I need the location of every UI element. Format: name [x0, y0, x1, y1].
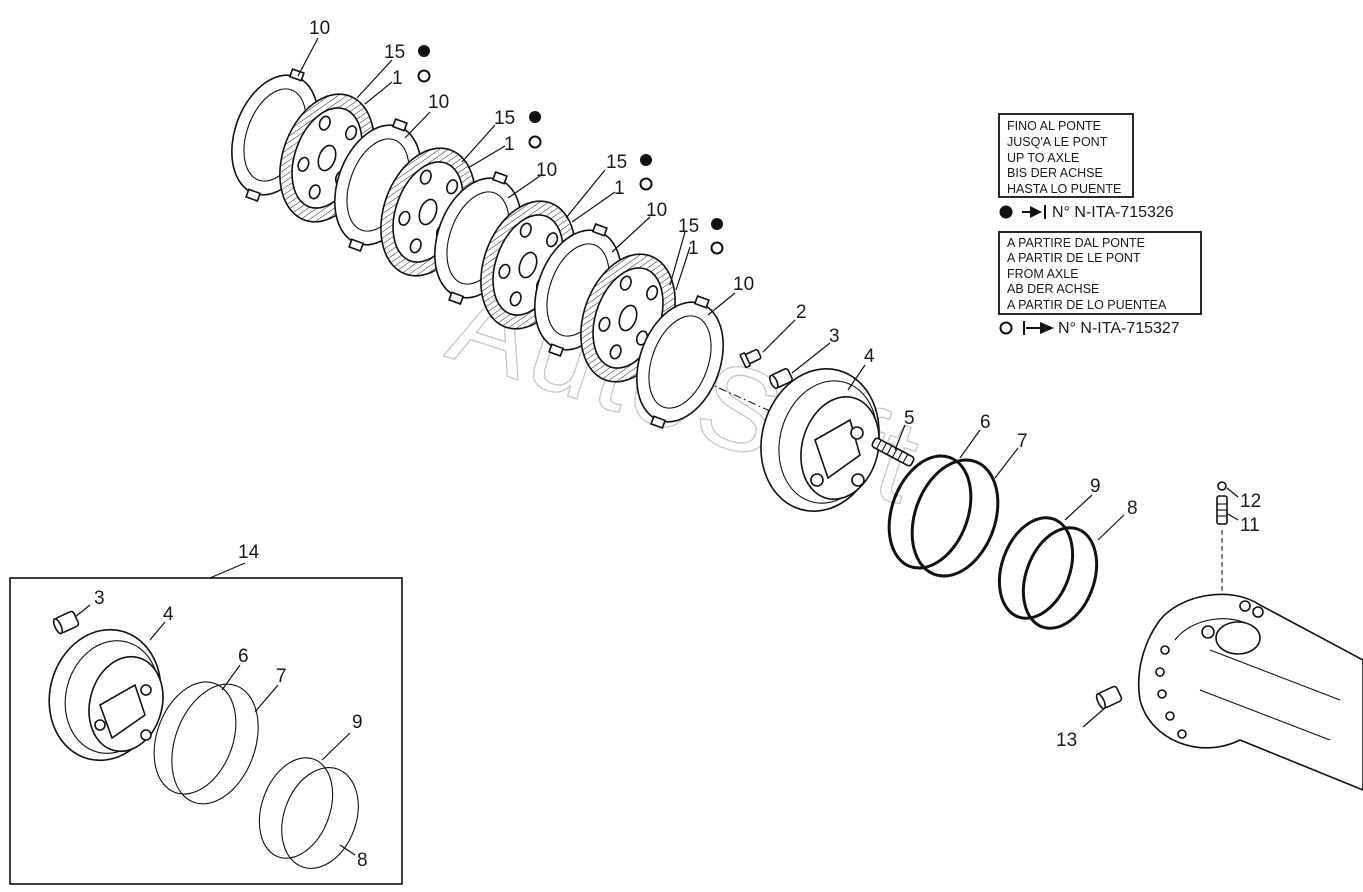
kit-o-ring-part-8: [281, 767, 359, 869]
callout-1-b: 1: [504, 134, 515, 155]
kit-bushing-part-3: [52, 610, 80, 635]
callout-4: 4: [864, 346, 875, 367]
legend-after-line-5: A PARTIR DE LO PUENTEA: [1007, 298, 1167, 312]
kit-callout-3: 3: [94, 588, 105, 609]
callout-15-d: 15: [678, 216, 699, 237]
o-ring-part-6: [887, 454, 973, 570]
kit-o-ring-part-6: [153, 681, 237, 795]
kit-piston-housing-part-4: [48, 628, 164, 762]
kit-callout-9: 9: [352, 712, 363, 733]
callout-10-e: 10: [733, 274, 754, 295]
callout-8: 8: [1127, 498, 1138, 519]
callout-1-a: 1: [392, 68, 403, 89]
legend-after-box: [998, 231, 1202, 315]
legend-before-box: [998, 113, 1134, 198]
kit-o-ring-part-9: [258, 757, 334, 859]
kit-o-ring-part-7: [171, 683, 259, 805]
steel-plate-10-e: [636, 295, 724, 429]
callout-15-a: 15: [384, 42, 405, 63]
o-ring-part-9: [997, 516, 1075, 620]
legend-before-line-3: UP TO AXLE: [1007, 151, 1079, 165]
bushing-part-13: [1095, 685, 1123, 710]
callout-15-c: 15: [606, 152, 627, 173]
cap-part-12: [1217, 481, 1227, 491]
callout-6: 6: [980, 412, 991, 433]
callout-10-d: 10: [646, 200, 667, 221]
callout-13: 13: [1056, 730, 1077, 751]
callout-5: 5: [904, 408, 915, 429]
legend-before-arrow-icon: [1022, 205, 1046, 219]
legend-after-line-3: FROM AXLE: [1007, 267, 1079, 281]
callout-10-c: 10: [536, 160, 557, 181]
callout-11: 11: [1240, 515, 1260, 536]
piston-housing-part-4: [760, 368, 880, 512]
legend-before-ref: N° N-ITA-715326: [1052, 204, 1174, 221]
kit-callout-8: 8: [357, 850, 368, 871]
callout-1-c: 1: [614, 178, 625, 199]
legend-before-line-2: JUSQ'A LE PONT: [1007, 135, 1108, 149]
callout-7: 7: [1017, 431, 1028, 452]
legend-after-open-dot-icon: [999, 321, 1013, 335]
kit-callout-7: 7: [276, 666, 287, 687]
callout-9: 9: [1090, 476, 1101, 497]
legend-after-line-1: A PARTIRE DAL PONTE: [1007, 236, 1145, 250]
callout-14: 14: [238, 542, 260, 563]
legend-after-line-2: A PARTIR DE LE PONT: [1007, 251, 1141, 265]
legend-before-line-5: HASTA LO PUENTE: [1007, 182, 1121, 196]
version-markers: [417, 45, 724, 255]
bolt-part-2: [739, 348, 762, 369]
kit-callout-4: 4: [163, 604, 174, 625]
kit-callout-6: 6: [238, 646, 249, 667]
kit-box-14: [9, 577, 403, 885]
callout-2: 2: [796, 302, 807, 323]
axle-housing: [1137, 593, 1363, 791]
legend-after-line-4: AB DER ACHSE: [1007, 282, 1099, 296]
leader-lines: [74, 37, 1239, 856]
callout-12: 12: [1240, 491, 1261, 512]
callout-15-b: 15: [494, 108, 515, 129]
o-ring-part-7: [910, 458, 1000, 578]
callout-3: 3: [829, 326, 840, 347]
legend-before-line-4: BIS DER ACHSE: [1007, 166, 1103, 180]
legend-after-arrow-icon: [1023, 321, 1054, 335]
legend-before-line-1: FINO AL PONTE: [1007, 119, 1101, 133]
legend-before-filled-dot-icon: [999, 205, 1013, 219]
bleed-screw-part-11: [1216, 495, 1228, 525]
bushing-part-3: [769, 368, 793, 390]
callout-1-d: 1: [688, 238, 699, 259]
callout-10-a: 10: [309, 18, 330, 39]
callout-10-b: 10: [428, 92, 449, 113]
legend-after-ref: N° N-ITA-715327: [1058, 320, 1180, 337]
o-ring-part-8: [1021, 526, 1099, 630]
